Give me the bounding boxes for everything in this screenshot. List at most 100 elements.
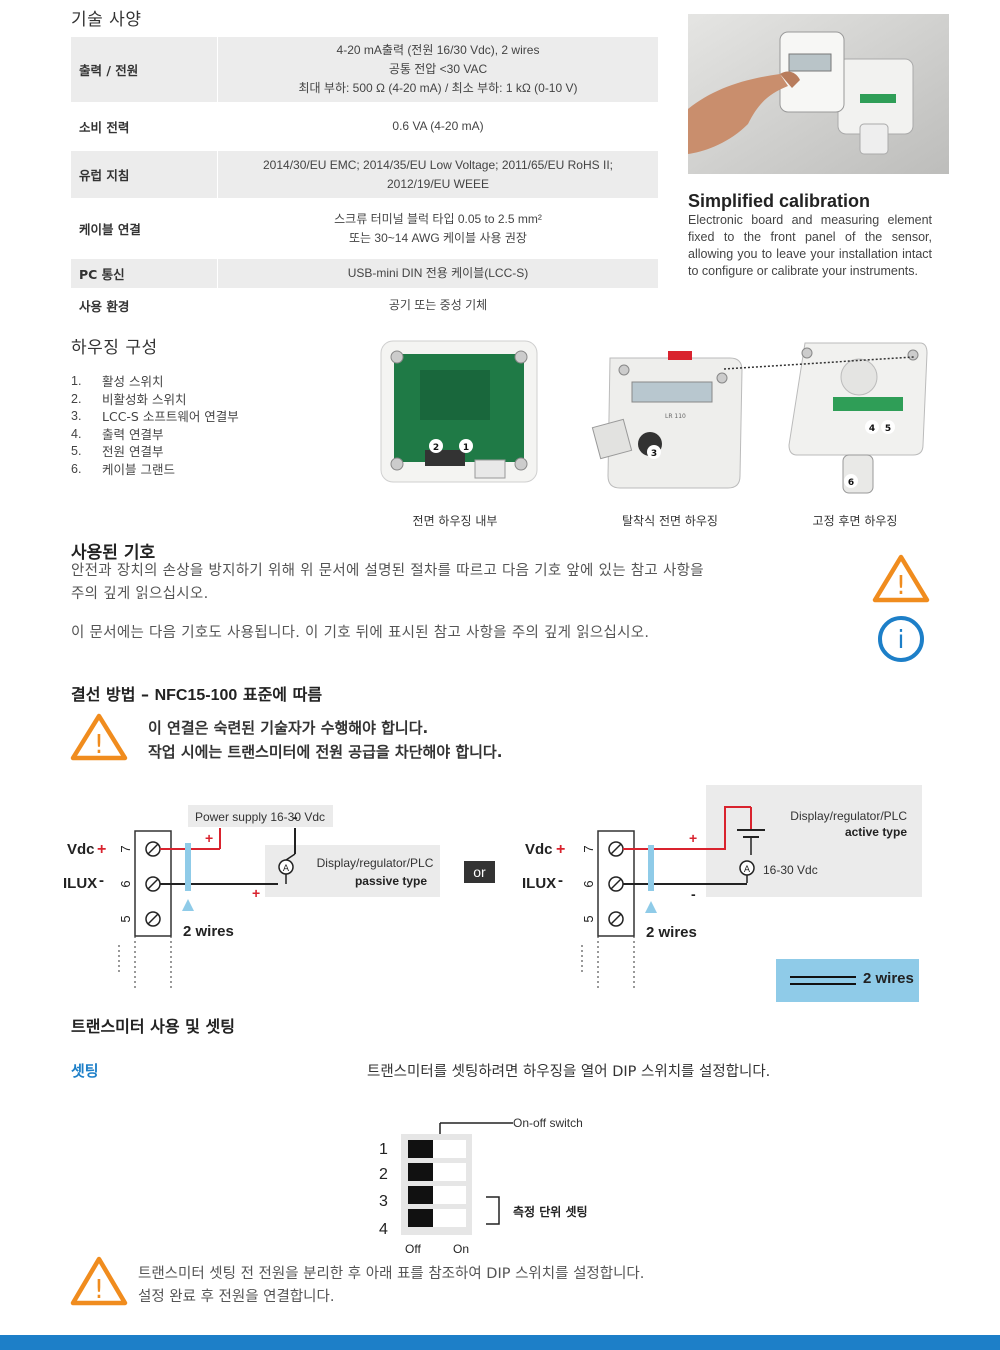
housing-item-label: 전원 연결부 — [102, 444, 164, 459]
dip-switch: On-off switch 1 2 3 4 Off On 측정 단위 셋팅 — [379, 1116, 588, 1256]
calibration-title: Simplified calibration — [688, 191, 871, 211]
wiring-warning-glyph: ! — [94, 730, 104, 760]
or-box: or — [464, 861, 495, 883]
usage-title: 트랜스미터 사용 및 셋팅 — [71, 1017, 235, 1036]
left-device-line2: passive type — [355, 874, 427, 888]
spec-value-line: 최대 부하: 500 Ω (4-20 mA) / 최소 부하: 1 kΩ (0-… — [298, 81, 578, 95]
left-vdc-label: Vdc — [67, 841, 95, 858]
housing-item-number: 2. — [71, 391, 82, 406]
right-ammeter-label: A — [744, 865, 751, 875]
spec-key: 소비 전력 — [71, 103, 218, 150]
symbols-title: 사용된 기호 — [71, 543, 156, 563]
info-icon: i — [878, 616, 924, 662]
spec-title: 기술 사양 — [71, 10, 142, 30]
marker-2: 2 — [433, 443, 439, 453]
right-wire-plus: + — [689, 830, 697, 846]
left-terminal-7: 7 — [118, 845, 133, 852]
setting-warning-glyph: ! — [94, 1275, 104, 1305]
left-ilux-minus: - — [99, 872, 104, 889]
dip-off-label: Off — [405, 1242, 421, 1256]
front-housing-inside-photo: 2 1 — [380, 340, 538, 483]
left-vdc-plus: + — [97, 841, 106, 858]
spec-value: 4-20 mA출력 (전원 16/30 Vdc), 2 wires 공통 전압 <… — [218, 37, 658, 102]
marker-3: 3 — [651, 449, 657, 459]
housing-list-item: 2.비활성화 스위치 — [71, 391, 239, 409]
right-vdc-plus: + — [556, 841, 565, 858]
warning-icon: ! — [872, 554, 930, 603]
caption-fixed-rear: 고정 후면 하우징 — [812, 514, 898, 528]
symbols-para1-line2: 주의 깊게 읽으십시오. — [71, 586, 209, 602]
left-supply-minus: - — [293, 809, 298, 825]
wiring-diagram-passive: Power supply 16-30 Vdc Display/regulator… — [63, 805, 440, 991]
wiring-warning-line2: 작업 시에는 트랜스미터에 전원 공급을 차단해야 합니다. — [148, 743, 503, 761]
left-device-plus: + — [252, 885, 260, 901]
setting-note-line2: 설정 완료 후 전원을 연결합니다. — [138, 1289, 335, 1305]
housing-item-label: LCC-S 소프트웨어 연결부 — [102, 409, 239, 424]
wires-legend-label: 2 wires — [863, 970, 914, 987]
wiring-title-post: 표준에 따름 — [237, 685, 323, 704]
spec-value-line: 또는 30~14 AWG 케이블 사용 권장 — [349, 230, 527, 245]
spec-value-line: 0.6 VA (4-20 mA) — [392, 119, 484, 133]
wiring-title: 결선 방법 – NFC15-100 표준에 따름 — [71, 681, 322, 705]
housing-title: 하우징 구성 — [71, 338, 158, 358]
caption-removable-front: 탈착식 전면 하우징 — [622, 514, 718, 528]
lcd-label: LR 110 — [665, 413, 686, 420]
dip-on-label: On — [453, 1242, 469, 1256]
info-glyph: i — [898, 625, 905, 654]
spec-value-line: 공통 전압 <30 VAC — [388, 62, 488, 76]
right-wire-minus: - — [691, 886, 696, 902]
marker-5: 5 — [885, 424, 891, 434]
marker-6: 6 — [848, 478, 854, 488]
spec-key: 사용 환경 — [71, 289, 218, 322]
left-terminal-5: 5 — [118, 915, 133, 922]
housing-item-number: 4. — [71, 426, 82, 441]
housing-list-item: 4.출력 연결부 — [71, 426, 239, 444]
wires-legend: 2 wires — [776, 959, 919, 1002]
spec-value: 0.6 VA (4-20 mA) — [218, 103, 658, 150]
spec-key: 출력 / 전원 — [71, 37, 218, 102]
dotted-connector — [723, 356, 915, 370]
on-off-switch-label: On-off switch — [513, 1116, 583, 1130]
left-ilux-label: ILUX — [63, 875, 97, 892]
right-ilux-label: ILUX — [522, 875, 556, 892]
right-vdc-label: Vdc — [525, 841, 553, 858]
right-terminal-6: 6 — [581, 880, 596, 887]
spec-value-line: 2014/30/EU EMC; 2014/35/EU Low Voltage; … — [263, 157, 613, 172]
housing-list-item: 3. LCC-S 소프트웨어 연결부 — [71, 408, 239, 426]
housing-item-label: 케이블 그랜드 — [102, 461, 175, 477]
housing-item-number: 3. — [71, 409, 82, 423]
right-voltage-label: 16-30 Vdc — [763, 863, 818, 877]
spec-value: 2014/30/EU EMC; 2014/35/EU Low Voltage; … — [218, 151, 658, 198]
housing-list-item: 6.케이블 그랜드 — [71, 461, 239, 479]
housing-item-label: 활성 스위치 — [102, 374, 164, 389]
removable-front-housing-photo: LR 110 3 — [590, 348, 750, 496]
marker-4: 4 — [869, 424, 875, 434]
wiring-title-pre: 결선 방법 – — [71, 685, 155, 704]
right-terminal-7: 7 — [581, 845, 596, 852]
setting-label: 셋팅 — [71, 1062, 99, 1080]
dip-row-1: 1 — [379, 1141, 388, 1158]
left-terminal-6: 6 — [118, 880, 133, 887]
spec-key: 케이블 연결 — [71, 199, 218, 258]
right-device-line1: Display/regulator/PLC — [790, 809, 907, 823]
housing-list-item: 5.전원 연결부 — [71, 443, 239, 461]
right-wires-label: 2 wires — [646, 924, 697, 941]
spec-value-line: 공기 또는 중성 기체 — [388, 298, 488, 312]
left-supply-plus: + — [205, 830, 213, 846]
dip-row-4: 4 — [379, 1221, 388, 1238]
right-terminal-5: 5 — [581, 915, 596, 922]
left-device-line1: Display/regulator/PLC — [317, 856, 434, 870]
dip-row-2: 2 — [379, 1166, 388, 1183]
spec-value-line: 2012/19/EU WEEE — [386, 176, 490, 191]
fixed-rear-housing-photo: 4 5 6 — [785, 335, 930, 500]
footer-band — [0, 1335, 1000, 1350]
setting-text: 트랜스미터를 셋팅하려면 하우징을 열어 DIP 스위치를 설정합니다. — [367, 1064, 771, 1080]
symbols-para2: 이 문서에는 다음 기호도 사용됩니다. 이 기호 뒤에 표시된 참고 사항을 … — [71, 625, 650, 641]
caption-front-inside: 전면 하우징 내부 — [412, 514, 498, 528]
spec-value-line: 4-20 mA출력 (전원 16/30 Vdc), 2 wires — [336, 43, 540, 57]
